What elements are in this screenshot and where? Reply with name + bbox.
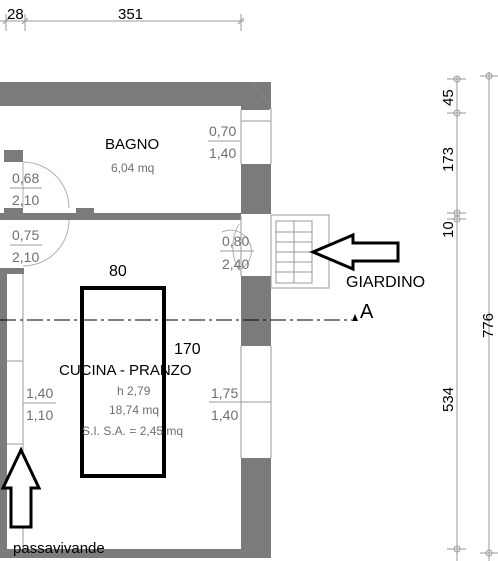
door-swings xyxy=(22,161,252,271)
passavivande-arrow-icon xyxy=(0,446,42,529)
cucina-name: CUCINA - PRANZO xyxy=(59,362,192,379)
section-marker-arrow xyxy=(352,314,358,321)
walls xyxy=(0,82,271,558)
left-door-upper-width: 0,68 xyxy=(12,170,39,186)
garden-arrow-icon xyxy=(309,232,400,272)
bagno-window-height: 1,40 xyxy=(209,145,236,161)
opening-left-door-lower: 0,75 2,10 xyxy=(10,227,42,265)
giardino-label: GIARDINO xyxy=(346,274,425,291)
right-dimension-10: 10 xyxy=(440,221,457,238)
top-dimension-line xyxy=(0,14,245,31)
opening-left-door-upper: 0,68 2,10 xyxy=(10,170,42,208)
right-dimension-173: 173 xyxy=(440,147,457,172)
bagno-window-width: 0,70 xyxy=(209,123,236,139)
opening-kitchen-window: 1,75 1,40 xyxy=(209,385,241,423)
opening-passavivande: 1,40 1,10 xyxy=(23,385,56,423)
kitchen-window-width: 1,75 xyxy=(211,385,238,401)
section-marker-label: A xyxy=(360,301,374,323)
left-door-lower-height: 2,10 xyxy=(12,249,39,265)
passavivande-label: passavivande xyxy=(13,540,105,557)
top-dimension-28: 28 xyxy=(7,6,24,23)
box-height-label: 170 xyxy=(174,341,201,358)
passavivande-width: 1,40 xyxy=(26,385,53,401)
kitchen-window-height: 1,40 xyxy=(211,407,238,423)
bagno-area: 6,04 mq xyxy=(111,161,154,175)
garden-door-width: 0,80 xyxy=(222,233,249,249)
garden-door-height: 2,40 xyxy=(222,256,249,272)
opening-garden-door: 0,80 2,40 xyxy=(220,233,254,272)
left-door-lower-width: 0,75 xyxy=(12,227,39,243)
box-width-label: 80 xyxy=(109,263,127,280)
right-dimension-534: 534 xyxy=(440,387,457,412)
right-dimension-776: 776 xyxy=(480,313,497,338)
left-door-upper-height: 2,10 xyxy=(12,192,39,208)
passavivande-height: 1,10 xyxy=(26,407,53,423)
opening-bagno-window: 0,70 1,40 xyxy=(208,123,240,161)
bagno-name: BAGNO xyxy=(105,136,159,153)
right-dimension-45: 45 xyxy=(440,89,457,106)
appliance-box xyxy=(80,286,166,478)
cucina-height: h 2,79 xyxy=(117,384,151,398)
right-dimension-lines xyxy=(447,72,498,561)
cucina-sisa: S.I. S.A. = 2,45 mq xyxy=(82,424,183,438)
top-dimension-351: 351 xyxy=(118,6,143,23)
cucina-area: 18,74 mq xyxy=(109,403,159,417)
